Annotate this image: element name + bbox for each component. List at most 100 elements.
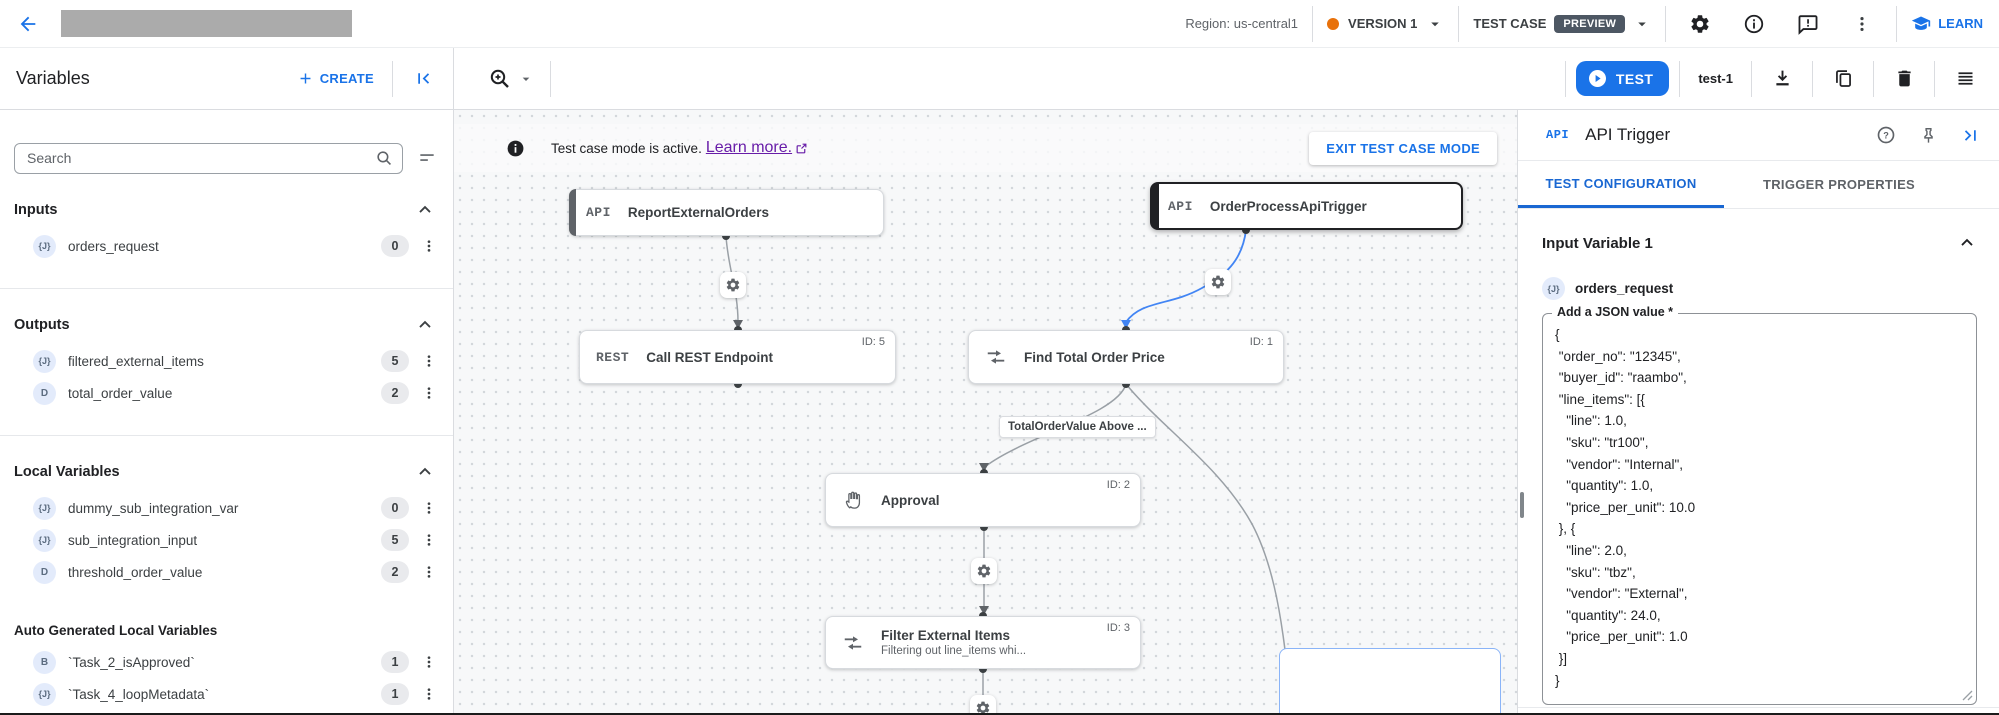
chevron-down-icon [522, 77, 530, 81]
edge-settings-button[interactable] [970, 695, 996, 715]
copy-button[interactable] [1823, 59, 1863, 99]
json-value-text[interactable]: { "order_no": "12345", "buyer_id": "raam… [1555, 327, 1696, 688]
tab-test-configuration[interactable]: TEST CONFIGURATION [1518, 161, 1724, 208]
kebab-menu-icon [427, 240, 431, 252]
pin-panel-button[interactable] [1911, 118, 1945, 152]
variable-row[interactable]: {J} filtered_external_items 5 [0, 345, 453, 377]
usage-count-badge: 1 [381, 651, 409, 673]
test-button[interactable]: TEST [1575, 61, 1670, 96]
variable-name: orders_request [68, 238, 159, 254]
gear-icon [977, 564, 991, 578]
settings-button[interactable] [1680, 4, 1720, 44]
node-title: Find Total Order Price [1024, 349, 1165, 365]
resize-handle-icon[interactable] [1962, 690, 1973, 701]
sort-variables-button[interactable] [411, 142, 443, 174]
help-button[interactable]: ? [1869, 118, 1903, 152]
chevron-up-icon [419, 205, 431, 213]
usage-count-badge: 0 [381, 497, 409, 519]
empty-selection-node[interactable] [1279, 648, 1501, 715]
node-title: ReportExternalOrders [627, 205, 769, 220]
version-label: VERSION 1 [1348, 16, 1418, 31]
version-selector[interactable]: VERSION 1 [1327, 15, 1444, 33]
learn-label: LEARN [1938, 16, 1983, 31]
node-id-label: ID: 1 [1249, 336, 1273, 348]
variable-menu-button[interactable] [415, 558, 443, 586]
tab-trigger-properties[interactable]: TRIGGER PROPERTIES [1762, 177, 1916, 192]
test-case-selector[interactable]: TEST CASE PREVIEW [1473, 14, 1651, 33]
section-header-outputs[interactable]: Outputs [0, 305, 453, 345]
json-type-badge: {J} [33, 234, 56, 258]
variable-menu-button[interactable] [415, 526, 443, 554]
usage-count-badge: 5 [381, 350, 409, 372]
search-box [14, 142, 403, 174]
create-variable-button[interactable]: CREATE [289, 64, 382, 93]
edge-settings-button[interactable] [720, 272, 746, 298]
menu-button[interactable] [1945, 59, 1985, 99]
task-config-panel: API API Trigger ? TEST CONFIGURATION TRI… [1517, 110, 1999, 715]
panel-scrollbar[interactable] [1520, 492, 1524, 518]
variable-row[interactable]: {J} orders_request 0 [0, 230, 453, 262]
kebab-menu-icon [427, 566, 431, 578]
list-menu-icon [1958, 72, 1972, 85]
variable-menu-button[interactable] [415, 347, 443, 375]
collapse-right-icon [1964, 129, 1976, 141]
node-find-total-order-price[interactable]: Find Total Order Price ID: 1 [968, 330, 1284, 384]
node-filter-external-items[interactable]: Filter External Items Filtering out line… [825, 616, 1141, 669]
gear-icon [1691, 14, 1709, 33]
variable-row[interactable]: {J} `Task_4_loopMetadata` 1 [0, 678, 453, 710]
variable-menu-button[interactable] [415, 680, 443, 708]
gear-icon [726, 278, 740, 292]
kebab-menu-icon [427, 502, 431, 514]
back-button[interactable] [8, 4, 48, 44]
variable-menu-button[interactable] [415, 232, 443, 260]
variable-row[interactable]: {J} dummy_sub_integration_var 0 [0, 492, 453, 524]
variable-name: sub_integration_input [68, 532, 198, 548]
search-input[interactable] [14, 142, 403, 174]
section-header-inputs[interactable]: Inputs [0, 190, 453, 230]
node-title: Call REST Endpoint [646, 349, 773, 365]
section-header-auto-generated: Auto Generated Local Variables [0, 614, 453, 646]
section-title: Inputs [14, 202, 58, 218]
variable-row[interactable]: D total_order_value 2 [0, 377, 453, 409]
download-button[interactable] [1762, 59, 1802, 99]
node-id-label: ID: 5 [861, 336, 885, 348]
variable-row[interactable]: B `Task_2_isApproved` 1 [0, 646, 453, 678]
node-call-rest-endpoint[interactable]: REST Call REST Endpoint ID: 5 [579, 330, 896, 384]
more-options-button[interactable] [1842, 4, 1882, 44]
chevron-up-icon[interactable] [1957, 233, 1977, 253]
region-label: Region: us-central1 [1185, 16, 1299, 31]
variable-row[interactable]: D threshold_order_value 2 [0, 556, 453, 588]
learn-link[interactable]: LEARN [1911, 14, 1983, 34]
exit-test-case-mode-button[interactable]: EXIT TEST CASE MODE [1309, 131, 1497, 165]
workflow-canvas[interactable]: Test case mode is active. Learn more. EX… [454, 110, 1517, 715]
section-header-local-variables[interactable]: Local Variables [0, 452, 453, 492]
svg-text:?: ? [1883, 130, 1889, 140]
variable-row[interactable]: {J} sub_integration_input 5 [0, 524, 453, 556]
node-order-process-api-trigger[interactable]: API OrderProcessApiTrigger [1150, 182, 1463, 230]
node-approval[interactable]: Approval ID: 2 [825, 473, 1141, 527]
test-case-name[interactable]: test-1 [1698, 71, 1733, 86]
collapse-panel-button[interactable] [1953, 118, 1987, 152]
edge-settings-button[interactable] [1205, 269, 1231, 295]
edge-condition-label[interactable]: TotalOrderValue Above ... [999, 416, 1156, 438]
delete-button[interactable] [1884, 59, 1924, 99]
usage-count-badge: 5 [381, 529, 409, 551]
zoom-control[interactable] [488, 67, 534, 91]
search-icon [377, 150, 391, 165]
variable-menu-button[interactable] [415, 494, 443, 522]
info-button[interactable] [1734, 4, 1774, 44]
sub-toolbar: Variables CREATE TEST test-1 [0, 48, 1999, 110]
approval-hand-icon [842, 489, 864, 511]
node-report-external-orders[interactable]: API ReportExternalOrders [569, 189, 884, 236]
variable-menu-button[interactable] [415, 648, 443, 676]
learn-more-link[interactable]: Learn more. [706, 139, 808, 157]
json-value-field[interactable]: Add a JSON value * { "order_no": "12345"… [1542, 305, 1977, 705]
json-type-badge: {J} [33, 496, 56, 520]
canvas-toolbar [454, 48, 1565, 109]
header-divider [1458, 5, 1460, 42]
variable-menu-button[interactable] [415, 379, 443, 407]
feedback-button[interactable] [1788, 4, 1828, 44]
edge-settings-button[interactable] [971, 558, 997, 584]
version-status-dot [1327, 17, 1340, 30]
collapse-variables-panel-button[interactable] [403, 59, 443, 99]
